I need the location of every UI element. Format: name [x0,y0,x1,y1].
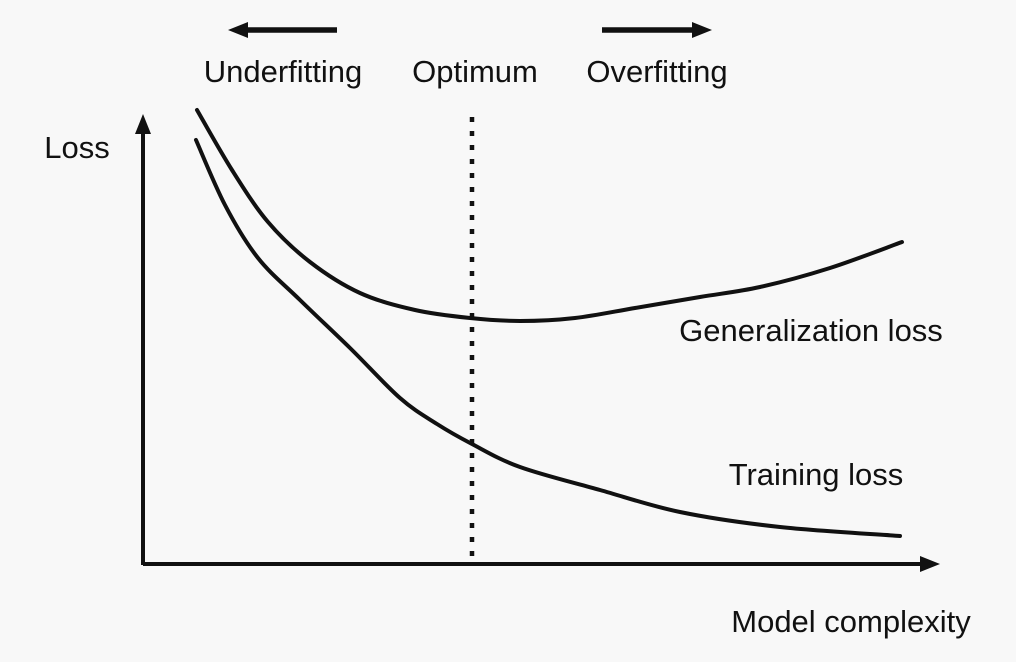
optimum-label: Optimum [412,54,538,89]
generalization-loss-curve [195,108,904,324]
generalization-loss-label: Generalization loss [679,313,943,348]
y-axis-label: Loss [44,130,109,165]
training-loss-label: Training loss [729,457,904,492]
training-loss-curve [194,138,902,538]
x-axis-label: Model complexity [731,604,971,639]
overfitting-label: Overfitting [586,54,727,89]
underfitting-label: Underfitting [204,54,363,89]
